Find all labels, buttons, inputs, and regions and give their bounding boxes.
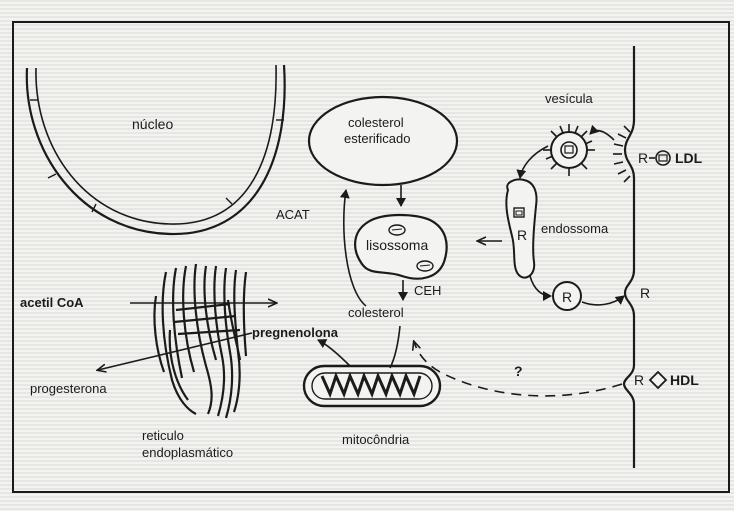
recycled-receptor-label: R [562,290,572,304]
acat-label: ACAT [276,208,310,221]
er-label-2: endoplasmático [142,446,233,459]
ceh-label: CEH [414,284,441,297]
nucleus-label: núcleo [132,117,173,131]
coated-vesicle [543,124,595,176]
hdl-receptor-label: R [634,373,644,387]
mitochondria-label: mitocôndria [342,433,409,446]
cholesterol-label: colesterol [348,306,404,319]
ldl-label: LDL [675,151,702,165]
vesicle-label: vesícula [545,92,593,105]
pregnenolone-label: pregnenolona [252,326,338,339]
progesterone-label: progesterona [30,382,107,395]
acetyl-coa-label: acetil CoA [20,296,84,309]
esterified-cholesterol-label-2: esterificado [344,132,410,145]
lysosome-label: lisossoma [366,238,428,252]
question-mark: ? [514,364,523,378]
er-label-1: reticulo [142,429,184,442]
endosome-label: endossoma [541,222,608,235]
hdl-label: HDL [670,373,699,387]
mitochondrion [304,366,440,406]
ldl-receptor-label: R [638,151,648,165]
esterified-cholesterol-label-1: colesterol [348,116,404,129]
membrane-receptor-label: R [640,286,650,300]
endosome-receptor-label: R [517,228,527,242]
